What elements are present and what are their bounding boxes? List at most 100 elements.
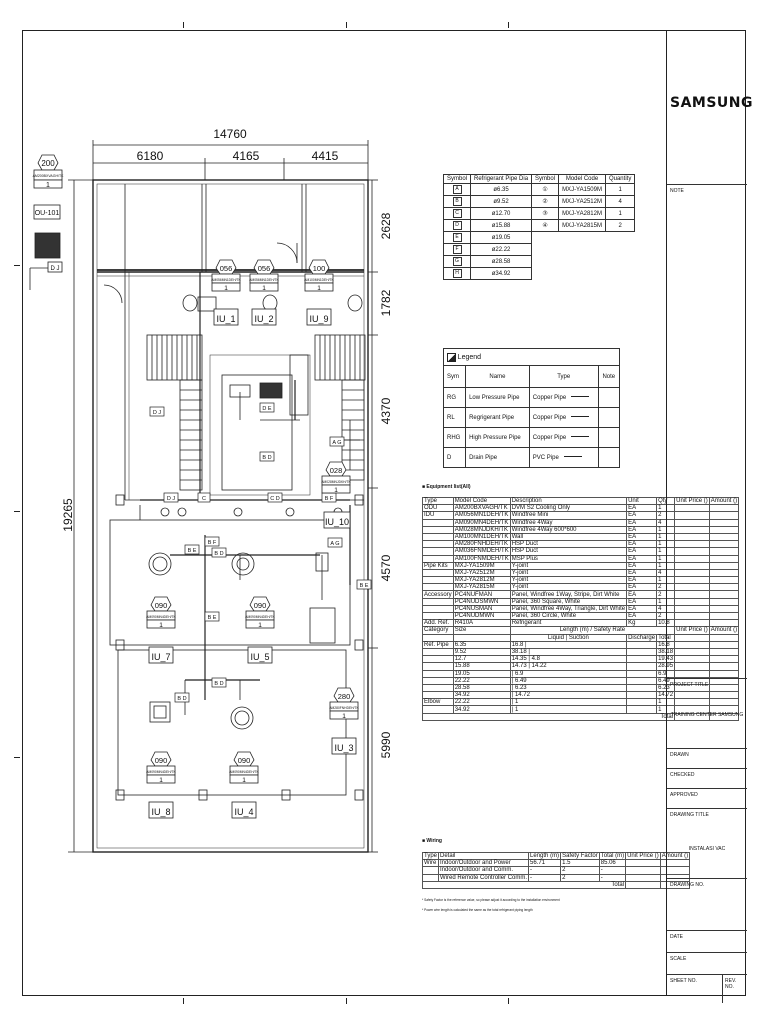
svg-text:D E: D E — [262, 406, 272, 412]
ou-label: OU-101 — [35, 210, 60, 217]
tb-note: NOTE — [667, 184, 747, 678]
dim-height-1: 2628 — [379, 212, 393, 239]
ou-qty: 1 — [46, 182, 50, 189]
svg-text:C D: C D — [270, 496, 280, 502]
ou-capacity: 200 — [41, 159, 55, 168]
iu4-qty: 1 — [242, 777, 246, 784]
drawing-sheet — [22, 30, 746, 996]
iu10-label: IU_10 — [325, 517, 349, 527]
svg-text:A G: A G — [332, 440, 341, 446]
svg-text:B D: B D — [262, 455, 271, 461]
table-row: A ø6.35 ① MXJ-YA1509M 1 — [442, 183, 636, 196]
iu10-model: AM028MNJDKH/TK — [321, 480, 351, 484]
col-symbol-2: Symbol — [531, 174, 560, 184]
iu4-model: AM090MN4DEH/TK — [229, 770, 259, 774]
table-row: F ø22.22 — [442, 243, 635, 256]
samsung-logo: SAMSUNG — [670, 95, 754, 111]
title-block: NOTE PROJECT TITLE TRAINING CENTER SAMSU… — [666, 30, 747, 1003]
iu4-label: IU_4 — [234, 807, 253, 817]
dim-width-3: 4415 — [312, 149, 339, 163]
equipment-title: ■ Equipment list(All) — [422, 484, 471, 490]
pipe-symbol-table: Symbol Refrigerant Pipe Dia Symbol Model… — [442, 174, 636, 280]
svg-text:B F: B F — [208, 540, 217, 546]
tb-project-title: PROJECT TITLE TRAINING CENTER SAMSUNG — [667, 678, 747, 748]
svg-text:C: C — [202, 496, 206, 502]
line-sample — [571, 436, 590, 438]
table-row: G ø28.58 — [442, 255, 635, 268]
svg-text:A G: A G — [330, 541, 339, 547]
sheet-tick — [183, 22, 184, 28]
iu3-model: AM280FNHDEH/TK — [329, 706, 359, 710]
sheet-tick — [183, 998, 184, 1004]
iu5-label: IU_5 — [250, 652, 269, 662]
iu3-capacity: 280 — [338, 692, 351, 701]
iu2-label: IU_2 — [254, 314, 273, 324]
svg-text:B D: B D — [214, 551, 223, 557]
col-quantity: Quantity — [604, 174, 636, 184]
dim-total-height: 19265 — [61, 498, 75, 532]
legend-title: Legend — [457, 353, 482, 361]
iu8-capacity: 090 — [155, 756, 168, 765]
dim-width-1: 6180 — [137, 149, 164, 163]
iu2-capacity: 056 — [258, 264, 271, 273]
legend-icon — [447, 352, 456, 362]
iu1-qty: 1 — [224, 285, 228, 292]
sheet-tick — [346, 22, 347, 28]
sheet-tick — [14, 265, 20, 266]
svg-text:D J: D J — [167, 496, 176, 502]
iu9-qty: 1 — [317, 285, 321, 292]
dim-total-width: 14760 — [213, 127, 247, 141]
legend-col-note: Note — [597, 365, 621, 388]
tb-drawing-name: INSTALASI VAC — [688, 846, 726, 852]
tb-drawn: DRAWN — [667, 748, 747, 768]
wiring-note-1: * Safety Factor is the reference value, … — [422, 898, 560, 902]
iu7-capacity: 090 — [155, 601, 168, 610]
iu1-capacity: 056 — [220, 264, 233, 273]
iu7-label: IU_7 — [151, 652, 170, 662]
table-row: E ø19.05 — [442, 231, 635, 244]
tb-project-name: TRAINING CENTER SAMSUNG — [670, 712, 744, 718]
iu5-qty: 1 — [258, 622, 262, 629]
iu3-qty: 1 — [342, 713, 346, 720]
tb-rev-no: REV. NO. — [722, 975, 747, 1003]
tb-drawing-no: DRAWING NO. — [667, 878, 747, 930]
sheet-tick — [508, 998, 509, 1004]
ou-model: AM200BXVAGH/TK — [33, 174, 65, 178]
table-row: D ø15.88 ④ MXJ-YA2815M 2 — [442, 219, 636, 232]
svg-text:B F: B F — [325, 496, 334, 502]
dim-height-5: 5990 — [379, 731, 393, 758]
col-symbol: Symbol — [442, 174, 472, 184]
line-sample — [571, 416, 590, 418]
tb-scale: SCALE — [667, 952, 747, 974]
dim-height-4: 4570 — [379, 554, 393, 581]
iu5-capacity: 090 — [254, 601, 267, 610]
iu1-label: IU_1 — [216, 314, 235, 324]
svg-text:B E: B E — [208, 615, 217, 621]
iu3-label: IU_3 — [334, 743, 353, 753]
legend-col-type: Type — [528, 365, 599, 388]
col-pipe-dia: Refrigerant Pipe Dia — [470, 174, 533, 184]
iu-tags — [146, 259, 359, 819]
sheet-tick — [14, 757, 20, 758]
iu9-capacity: 100 — [313, 264, 326, 273]
tb-sheet-no: SHEET NO. REV. NO. — [667, 974, 747, 1003]
tb-date: DATE — [667, 930, 747, 952]
svg-text:D J: D J — [51, 266, 60, 272]
iu9-model: AM100MN1DEH/TK — [304, 278, 334, 282]
iu10-capacity: 028 — [330, 466, 343, 475]
svg-text:B E: B E — [360, 583, 369, 589]
sheet-tick — [14, 511, 20, 512]
sheet-tick — [508, 22, 509, 28]
